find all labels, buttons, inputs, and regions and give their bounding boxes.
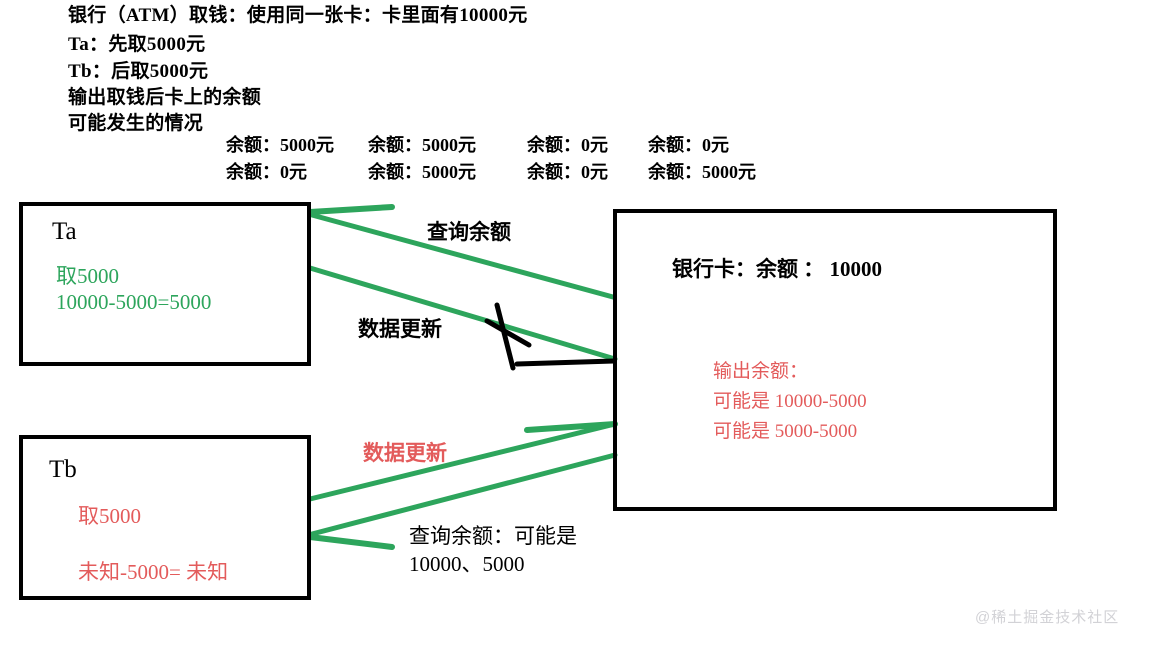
- balance-r2-c2: 余额：5000元: [368, 162, 476, 182]
- bank-card-output-label: 输出余额：: [713, 361, 809, 382]
- ta-box-outline: [19, 202, 311, 366]
- balance-r1-c4: 余额：0元: [648, 135, 729, 155]
- ta-box-line-withdraw: 取5000: [56, 264, 119, 288]
- arrow-query-balance-top: [309, 212, 616, 300]
- edge-label-data-update-top: 数据更新: [358, 317, 442, 341]
- balance-r2-c4: 余额：5000元: [648, 162, 756, 182]
- arrow-data-update-bottom-head: [524, 421, 618, 433]
- header-line-5: 可能发生的情况: [68, 113, 204, 134]
- edge-label-query-balance-top: 查询余额: [427, 220, 511, 244]
- edge-label-query-balance-bottom-line-2: 10000、5000: [409, 552, 525, 576]
- balance-r1-c3: 余额：0元: [527, 135, 608, 155]
- header-line-2: Ta：先取5000元: [68, 34, 206, 55]
- tb-box-outline: [19, 435, 311, 600]
- watermark: @稀土掘金技术社区: [975, 609, 1120, 626]
- header-line-1: 银行（ATM）取钱：使用同一张卡：卡里面有10000元: [68, 5, 528, 26]
- bank-card-title: 银行卡：余额 ： 10000: [672, 257, 882, 281]
- arrow-query-balance-bottom-head: [307, 534, 395, 550]
- header-line-3: Tb：后取5000元: [68, 61, 209, 82]
- ta-box-title: Ta: [52, 218, 77, 245]
- arrow-group: [307, 204, 618, 550]
- bank-card-box-outline: [613, 209, 1057, 511]
- tb-box-line-calculation: 未知-5000= 未知: [78, 560, 229, 584]
- balance-r2-c3: 余额：0元: [527, 162, 608, 182]
- edge-label-query-balance-bottom-line-1: 查询余额：可能是: [409, 524, 577, 548]
- tb-box-title: Tb: [49, 456, 77, 483]
- tb-box-line-withdraw: 取5000: [78, 504, 141, 528]
- bank-card-output-line-2: 可能是 5000-5000: [713, 421, 858, 442]
- balance-r1-c2: 余额：5000元: [368, 135, 476, 155]
- ta-box-line-calculation: 10000-5000=5000: [56, 290, 212, 314]
- balance-r2-c1: 余额：0元: [226, 162, 307, 182]
- arrow-data-update-bottom: [307, 421, 618, 502]
- arrow-data-update-top: [307, 265, 618, 362]
- balance-r1-c1: 余额：5000元: [226, 135, 334, 155]
- bank-card-output-line-1: 可能是 10000-5000: [713, 391, 867, 412]
- arrow-query-balance-bottom: [309, 452, 618, 537]
- header-line-4: 输出取钱后卡上的余额: [68, 87, 262, 108]
- arrow-query-balance-top-head: [307, 204, 395, 215]
- strike-x-mark: [484, 302, 532, 371]
- edge-label-data-update-bottom: 数据更新: [363, 441, 447, 465]
- strike-bar-mark: [514, 358, 617, 367]
